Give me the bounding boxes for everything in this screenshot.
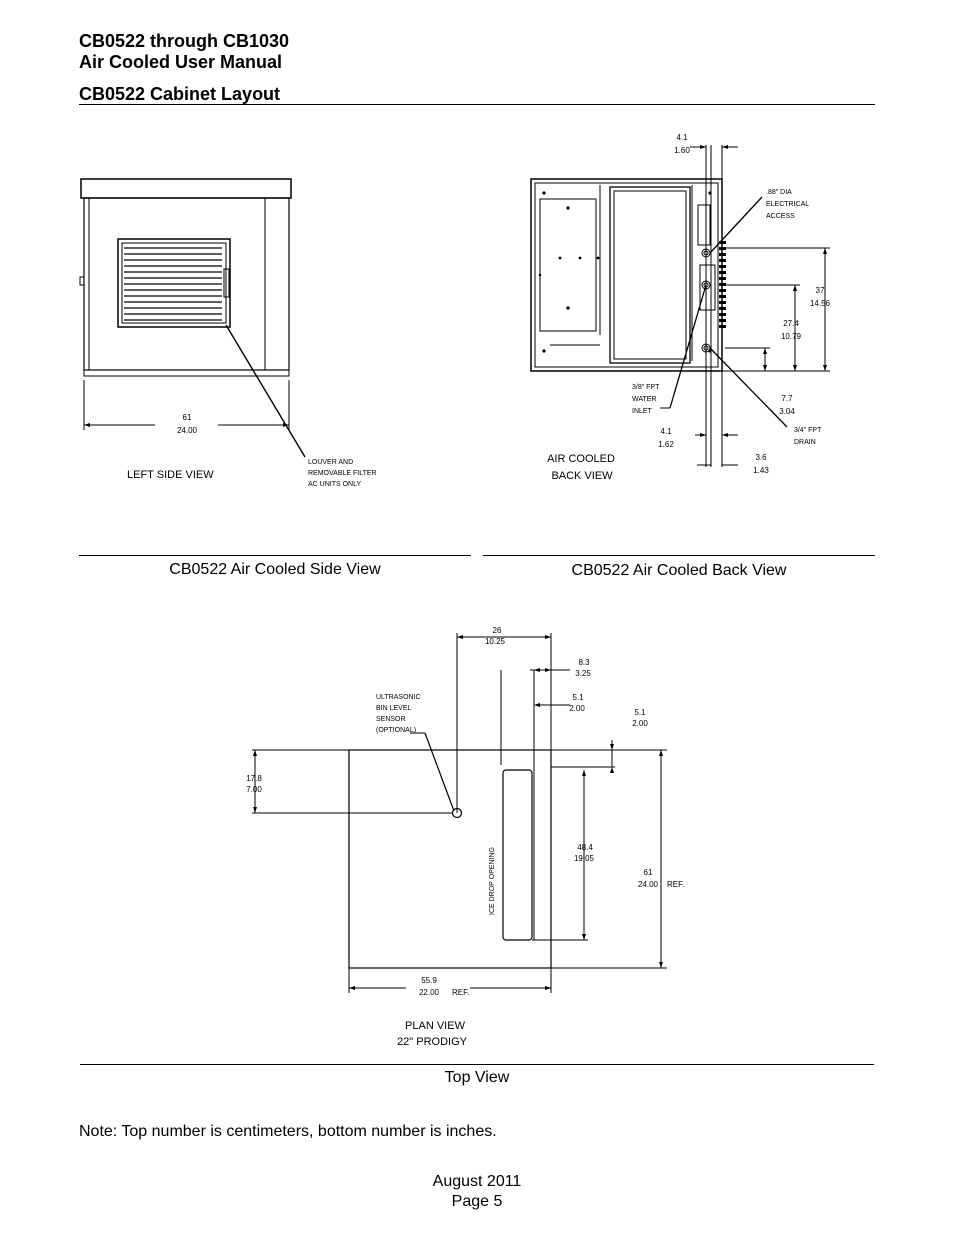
back-h27-cm: 27.4	[783, 319, 799, 328]
plan-d559-cm: 55.9	[421, 976, 437, 985]
back-view-drawing: 4.1 1.60 .88" DIA ELECTRICAL ACCESS 37 1…	[530, 133, 831, 482]
footer-page: Page 5	[451, 1193, 503, 1210]
back-view-rule	[483, 555, 875, 556]
plan-d83-cm: 8.3	[578, 658, 590, 667]
electrical-label-2: ELECTRICAL	[766, 201, 809, 208]
drain-label-1: 3/4" FPT	[794, 427, 822, 434]
plan-d61-in: 24.00	[638, 880, 659, 889]
side-width-cm: 61	[183, 413, 192, 422]
plan-d26-cm: 26	[493, 626, 502, 635]
document-title: CB0522 through CB1030	[79, 31, 290, 51]
plan-view-label-2: 22" PRODIGY	[397, 1036, 468, 1048]
plan-d178-cm: 17.8	[246, 774, 262, 783]
electrical-label-1: .88" DIA	[766, 189, 792, 196]
louver-note-line3: AC UNITS ONLY	[308, 481, 361, 488]
back-edge-in: 1.43	[753, 466, 769, 475]
side-view-drawing: 61 24.00 LEFT SIDE VIEW LOUVER AND REMOV…	[79, 178, 377, 488]
top-view-caption: Top View	[444, 1069, 510, 1086]
sensor-label-1: ULTRASONIC	[376, 694, 421, 701]
water-inlet-label-2: WATER	[632, 396, 657, 403]
back-view-label-1: AIR COOLED	[547, 453, 615, 465]
back-h37-in: 14.56	[810, 299, 831, 308]
ice-drop-opening-label: ICE DROP OPENING	[489, 847, 496, 915]
plan-d484-in: 19.05	[574, 854, 595, 863]
electrical-label-3: ACCESS	[766, 213, 795, 220]
louver-note-line1: LOUVER AND	[308, 459, 353, 466]
back-bottom-offset-in: 1.62	[658, 440, 674, 449]
back-h37-cm: 37	[816, 286, 825, 295]
sensor-label-3: SENSOR	[376, 716, 406, 723]
back-bottom-offset-cm: 4.1	[660, 427, 672, 436]
back-top-offset-in: 1.60	[674, 146, 690, 155]
water-inlet-label-1: 3/8" FPT	[632, 384, 660, 391]
footer-date: August 2011	[432, 1173, 522, 1190]
plan-d51b-cm: 5.1	[634, 708, 646, 717]
header-rule	[79, 104, 875, 105]
back-edge-cm: 3.6	[755, 453, 767, 462]
drain-label-2: DRAIN	[794, 439, 816, 446]
plan-d51a-cm: 5.1	[572, 693, 584, 702]
side-width-in: 24.00	[177, 426, 198, 435]
louver-note-line2: REMOVABLE FILTER	[308, 470, 377, 477]
plan-d26-in: 10.25	[485, 637, 506, 646]
plan-d178-in: 7.00	[246, 785, 262, 794]
louver-slats	[124, 247, 222, 321]
back-h27-in: 10.79	[781, 332, 802, 341]
units-note: Note: Top number is centimeters, bottom …	[79, 1123, 497, 1140]
side-view-caption: CB0522 Air Cooled Side View	[169, 561, 381, 578]
plan-d484-cm: 48.4	[577, 843, 593, 852]
section-title: CB0522 Cabinet Layout	[79, 84, 281, 104]
plan-d83-in: 3.25	[575, 669, 591, 678]
sensor-label-4: (OPTIONAL)	[376, 727, 416, 734]
water-inlet-label-3: INLET	[632, 408, 653, 415]
left-side-view-label: LEFT SIDE VIEW	[127, 469, 214, 481]
back-view-label-2: BACK VIEW	[551, 470, 613, 482]
document-subtitle: Air Cooled User Manual	[79, 52, 283, 72]
top-view-rule	[80, 1064, 874, 1065]
plan-d61-ref: REF.	[667, 880, 684, 889]
plan-d61-cm: 61	[644, 868, 653, 877]
back-h7-in: 3.04	[779, 407, 795, 416]
back-h7-cm: 7.7	[781, 394, 793, 403]
back-top-offset-cm: 4.1	[676, 133, 688, 142]
plan-view-drawing: 26 10.25 8.3 3.25 5.1 2.00 5.1 2.00 17.8…	[246, 626, 684, 1048]
plan-d559-in: 22.00	[419, 988, 440, 997]
plan-d51a-in: 2.00	[569, 704, 585, 713]
plan-view-label-1: PLAN VIEW	[405, 1020, 466, 1032]
side-view-rule	[79, 555, 471, 556]
plan-d559-ref: REF.	[452, 988, 469, 997]
plan-d51b-in: 2.00	[632, 719, 648, 728]
back-view-caption: CB0522 Air Cooled Back View	[571, 562, 787, 579]
sensor-label-2: BIN LEVEL	[376, 705, 412, 712]
